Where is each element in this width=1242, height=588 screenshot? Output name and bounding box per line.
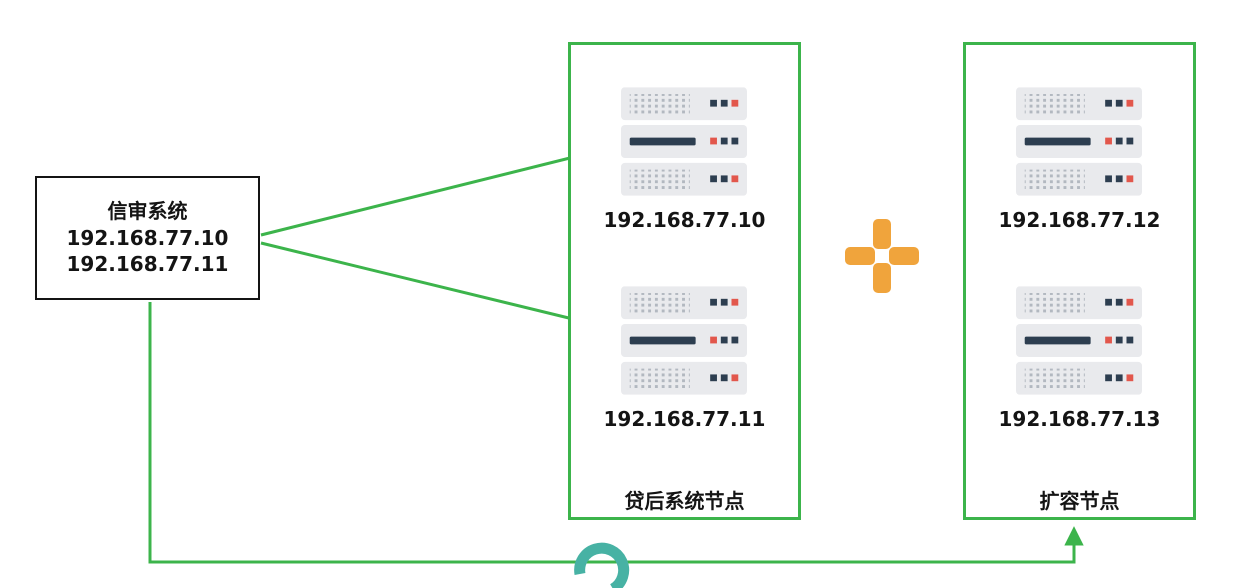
credit-system-box: 信审系统 192.168.77.10 192.168.77.11 <box>35 176 260 300</box>
server-ip-label: 192.168.77.10 <box>603 208 766 232</box>
server-ip-label: 192.168.77.11 <box>603 407 766 431</box>
server-rack-icon <box>1016 87 1142 196</box>
server-node: 192.168.77.13 <box>998 286 1161 431</box>
plus-icon-arm <box>845 247 875 265</box>
server-rack-icon <box>621 286 747 395</box>
plus-icon-arm <box>873 263 891 293</box>
credit-system-ip-1: 192.168.77.10 <box>66 225 229 250</box>
credit-system-ip-2: 192.168.77.11 <box>66 252 229 277</box>
server-node: 192.168.77.11 <box>603 286 766 431</box>
postloan-node-group-box: 192.168.77.10 192.168.77.11 贷后系统节点 <box>568 42 801 520</box>
server-rack-icon <box>1016 286 1142 395</box>
expansion-group-label: 扩容节点 <box>1039 489 1120 513</box>
expansion-node-group-box: 192.168.77.12 192.168.77.13 扩容节点 <box>963 42 1196 520</box>
server-node: 192.168.77.10 <box>603 87 766 232</box>
plus-icon-arm <box>889 247 919 265</box>
credit-system-title: 信审系统 <box>107 199 188 224</box>
green-arrow-icon-to-node-1 <box>260 140 622 237</box>
server-ip-label: 192.168.77.13 <box>998 407 1161 431</box>
server-ip-label: 192.168.77.12 <box>998 208 1161 232</box>
postloan-group-label: 贷后系统节点 <box>624 489 745 513</box>
server-rack-icon <box>621 87 747 196</box>
server-node: 192.168.77.12 <box>998 87 1161 232</box>
teal-loop-arc-icon <box>574 542 630 588</box>
plus-icon-arm <box>873 219 891 249</box>
green-arrow-icon-to-node-2 <box>260 241 622 336</box>
plus-icon <box>845 219 919 293</box>
